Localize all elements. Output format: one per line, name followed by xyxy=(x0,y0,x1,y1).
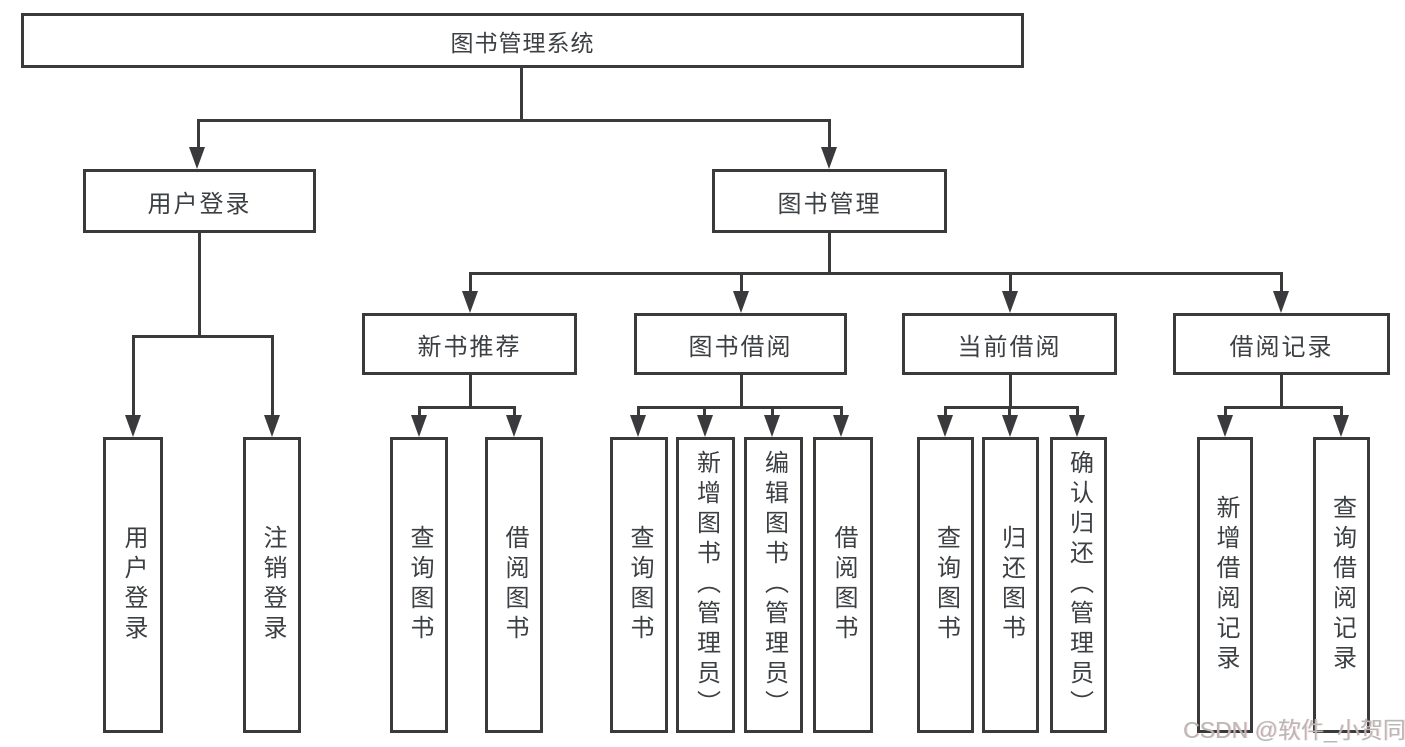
connector-line xyxy=(703,406,706,416)
connector-line xyxy=(944,406,947,416)
connector-line xyxy=(132,335,135,416)
connector-line xyxy=(1009,272,1012,292)
leaf-recommend-query-books: 查询图书 xyxy=(390,437,448,733)
arrow-down-icon xyxy=(1069,415,1085,437)
node-current-borrow-label: 当前借阅 xyxy=(957,333,1062,361)
connector-line xyxy=(840,406,843,416)
connector-line xyxy=(197,119,831,122)
leaf-add-books-admin: 新增图书（管理员） xyxy=(676,437,735,733)
node-user-login-label: 用户登录 xyxy=(147,190,252,218)
leaf-borrow-query-books: 查询图书 xyxy=(610,437,668,733)
leaf-logout-label: 注销登录 xyxy=(259,525,286,645)
connector-line xyxy=(1008,406,1011,416)
arrow-down-icon xyxy=(697,415,713,437)
node-root: 图书管理系统 xyxy=(21,13,1024,68)
arrow-down-icon xyxy=(411,415,427,437)
node-book-borrow-label: 图书借阅 xyxy=(688,333,793,361)
leaf-current-query-books-label: 查询图书 xyxy=(932,525,960,645)
connector-line xyxy=(1280,375,1283,407)
connector-line xyxy=(197,119,200,149)
leaf-confirm-return-admin-label: 确认归还（管理员） xyxy=(1065,450,1093,720)
leaf-current-query-books: 查询图书 xyxy=(917,437,974,733)
connector-line xyxy=(1224,406,1343,409)
leaf-recommend-borrow-books: 借阅图书 xyxy=(485,437,543,733)
leaf-recommend-borrow-books-label: 借阅图书 xyxy=(501,525,528,645)
connector-line xyxy=(418,406,421,416)
node-book-borrow: 图书借阅 xyxy=(634,313,847,375)
connector-line xyxy=(1076,406,1079,416)
leaf-borrow-query-books-label: 查询图书 xyxy=(626,525,653,645)
arrow-down-icon xyxy=(1333,415,1349,437)
arrow-down-icon xyxy=(1002,415,1018,437)
leaf-return-books: 归还图书 xyxy=(982,437,1039,733)
connector-line xyxy=(740,272,743,292)
connector-line xyxy=(1009,375,1012,407)
arrow-down-icon xyxy=(733,291,749,313)
connector-line xyxy=(418,406,516,409)
node-borrow-records-label: 借阅记录 xyxy=(1229,333,1334,361)
connector-line xyxy=(469,272,1283,275)
node-current-borrow: 当前借阅 xyxy=(902,313,1117,375)
node-borrow-records: 借阅记录 xyxy=(1173,313,1390,375)
connector-line xyxy=(944,406,1079,409)
arrow-down-icon xyxy=(1002,291,1018,313)
leaf-recommend-query-books-label: 查询图书 xyxy=(406,525,433,645)
leaf-add-borrow-record: 新增借阅记录 xyxy=(1197,437,1253,733)
leaf-user-login-label: 用户登录 xyxy=(120,525,147,645)
arrow-down-icon xyxy=(630,415,646,437)
connector-line xyxy=(520,68,523,120)
arrow-down-icon xyxy=(264,415,280,437)
leaf-user-login: 用户登录 xyxy=(103,437,163,733)
connector-line xyxy=(1340,406,1343,416)
connector-line xyxy=(271,335,274,416)
node-root-label: 图书管理系统 xyxy=(450,29,595,56)
node-new-book-recommend-label: 新书推荐 xyxy=(417,333,522,361)
connector-line xyxy=(132,335,274,338)
connector-line xyxy=(828,119,831,149)
csdn-watermark: CSDN @软件_小贺同学 xyxy=(1183,717,1405,743)
arrow-down-icon xyxy=(125,415,141,437)
arrow-down-icon xyxy=(1273,291,1289,313)
connector-line xyxy=(771,406,774,416)
leaf-edit-books-admin-label: 编辑图书（管理员） xyxy=(760,450,788,720)
connector-line xyxy=(637,406,640,416)
connector-line xyxy=(637,406,843,409)
leaf-query-borrow-record-label: 查询借阅记录 xyxy=(1328,495,1356,675)
node-book-management-label: 图书管理 xyxy=(777,190,882,218)
arrow-down-icon xyxy=(506,415,522,437)
leaf-return-books-label: 归还图书 xyxy=(997,525,1025,645)
node-new-book-recommend: 新书推荐 xyxy=(362,313,577,375)
leaf-query-borrow-record: 查询借阅记录 xyxy=(1313,437,1370,733)
leaf-add-books-admin-label: 新增图书（管理员） xyxy=(692,450,720,720)
leaf-edit-books-admin: 编辑图书（管理员） xyxy=(744,437,803,733)
node-book-management: 图书管理 xyxy=(712,169,947,233)
connector-line xyxy=(198,233,201,336)
leaf-logout: 注销登录 xyxy=(243,437,301,733)
arrow-down-icon xyxy=(1217,415,1233,437)
node-user-login: 用户登录 xyxy=(83,169,316,233)
connector-line xyxy=(1280,272,1283,292)
connector-line xyxy=(1224,406,1227,416)
arrow-down-icon xyxy=(764,415,780,437)
leaf-borrow-books-label: 借阅图书 xyxy=(830,525,857,645)
arrow-down-icon xyxy=(833,415,849,437)
arrow-down-icon xyxy=(821,147,837,169)
connector-line xyxy=(828,233,831,274)
leaf-confirm-return-admin: 确认归还（管理员） xyxy=(1050,437,1107,733)
arrow-down-icon xyxy=(937,415,953,437)
connector-line xyxy=(469,375,472,407)
leaf-borrow-books: 借阅图书 xyxy=(813,437,873,733)
arrow-down-icon xyxy=(462,291,478,313)
connector-line xyxy=(513,406,516,416)
leaf-add-borrow-record-label: 新增借阅记录 xyxy=(1212,495,1239,675)
connector-line xyxy=(469,272,472,292)
connector-line xyxy=(740,375,743,407)
arrow-down-icon xyxy=(189,147,205,169)
